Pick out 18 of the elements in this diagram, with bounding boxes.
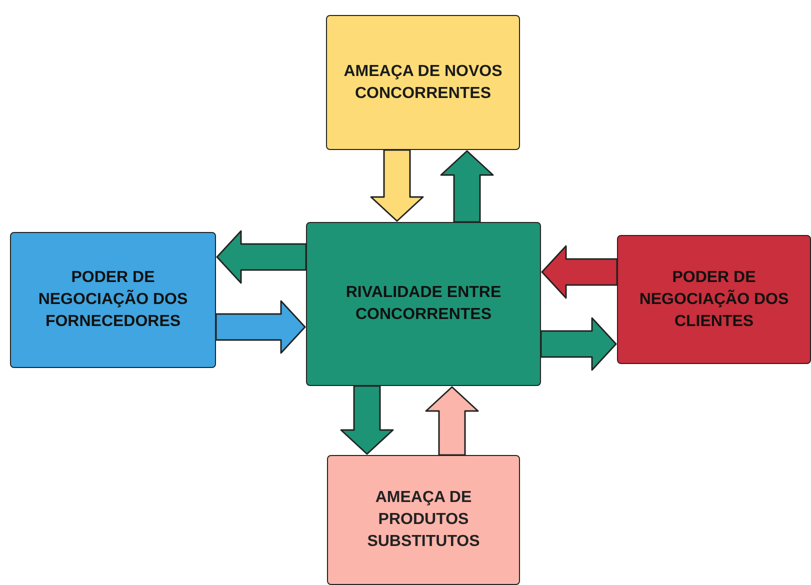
block-arrow bbox=[340, 385, 394, 455]
box-label: AMEAÇA DE NOVOS CONCORRENTES bbox=[342, 62, 504, 104]
box-label: PODER DE NEGOCIAÇÃO DOS CLIENTES bbox=[638, 268, 790, 332]
client-box bbox=[617, 235, 811, 364]
supplier-box bbox=[10, 232, 216, 368]
block-arrow bbox=[370, 149, 424, 222]
block-arrow bbox=[215, 300, 306, 354]
block-arrow bbox=[216, 230, 307, 284]
box-label: RIVALIDADE ENTRE CONCORRENTES bbox=[344, 283, 502, 325]
block-arrow bbox=[540, 317, 617, 371]
block-arrow bbox=[440, 150, 494, 223]
box-label: PODER DE NEGOCIAÇÃO DOS FORNECEDORES bbox=[37, 268, 189, 332]
block-arrow bbox=[541, 245, 618, 299]
box-label: AMEAÇA DE PRODUTOS SUBSTITUTOS bbox=[366, 488, 481, 552]
threat-box bbox=[326, 15, 520, 150]
central-box bbox=[306, 222, 541, 386]
substitute-box bbox=[327, 455, 520, 585]
block-arrow bbox=[425, 386, 479, 456]
